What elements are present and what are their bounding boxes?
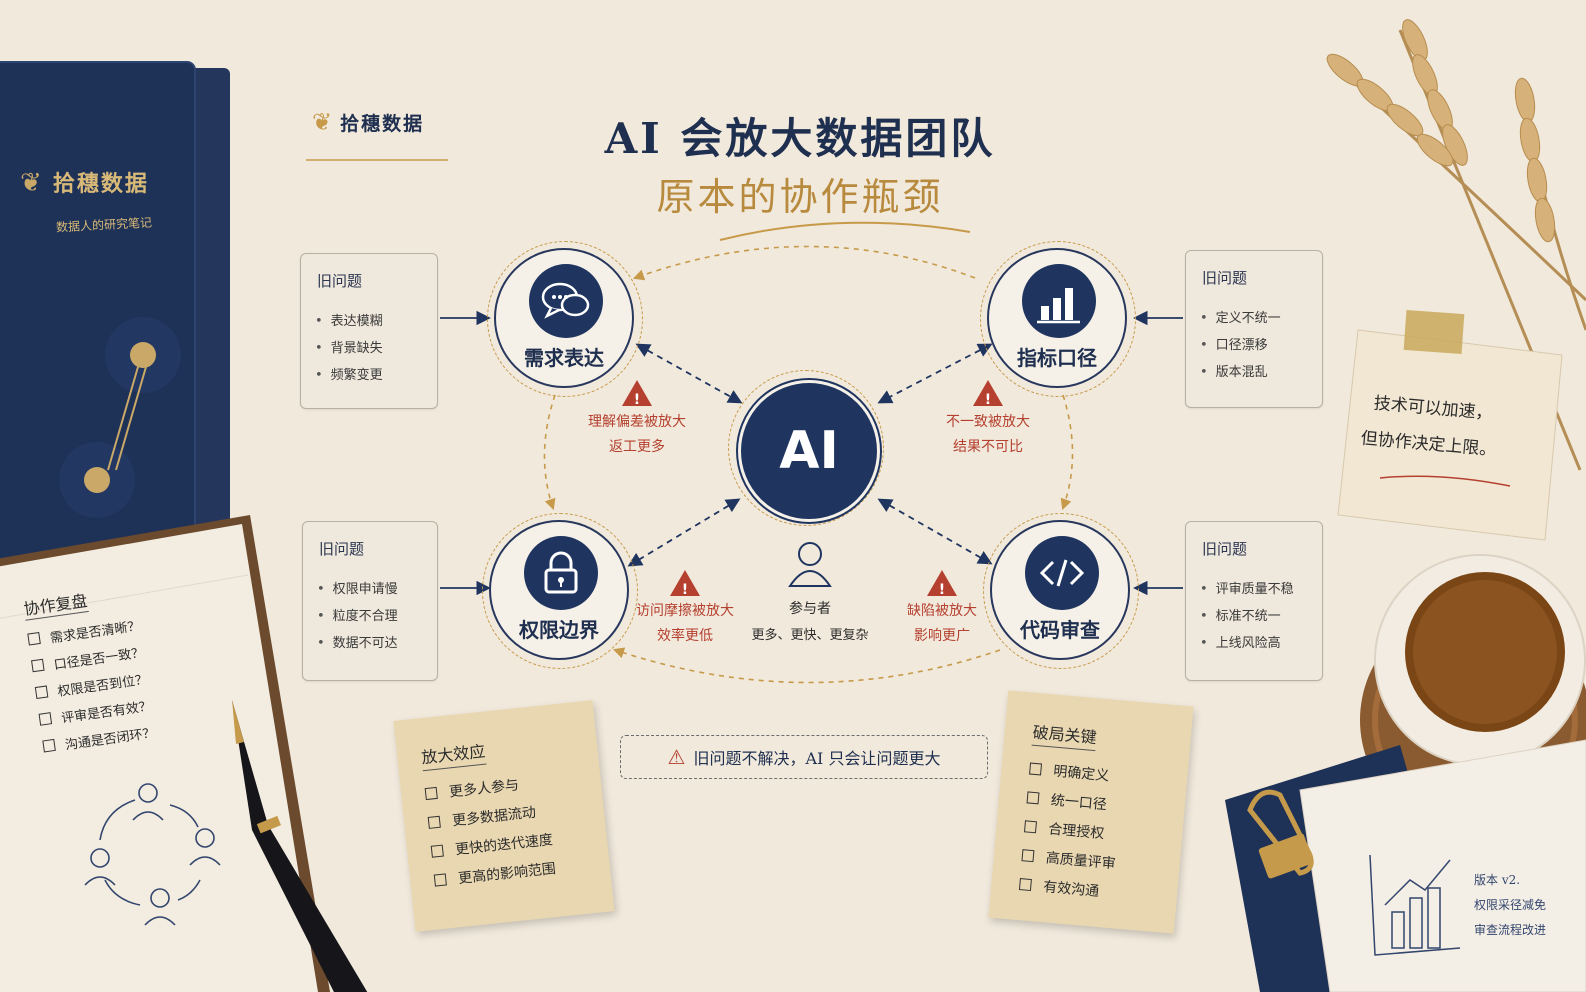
svg-text:!: ! [985,392,991,408]
warning-icons [622,380,1003,596]
warning-requirements: 理解偏差被放大返工更多 [588,414,686,455]
page-title: AI 会放大数据团队 [604,114,996,163]
issue-box-requirements: 旧问题 表达模糊 背景缺失 频繁变更 [300,253,438,409]
issue-item: 口径漂移 [1200,332,1281,359]
note-title: 破局关键 [1031,718,1098,752]
page-subtitle: 原本的协作瓶颈 [656,175,944,219]
checkbox-icon [42,738,56,753]
svg-text:!: ! [634,392,640,408]
issue-item: 定义不统一 [1200,305,1281,332]
gold-cycle-arrows [543,245,1074,684]
banner-text: 旧问题不解决，AI 只会让问题更大 [693,749,941,768]
lock-icon [544,551,578,594]
person-icon [788,542,832,587]
banner-warning-icon: ⚠ [667,745,686,769]
paper-notes: 版本 v2. 权限采径减免 审查流程改进 [1474,868,1546,943]
issue-box-title: 旧问题 [1202,269,1248,287]
warning-permissions: 访问摩擦被放大效率更低 [636,603,734,644]
participant-text: 更多、更快、更复杂 [751,628,869,643]
folder-brand: ❦ 拾穗数据 [20,166,149,198]
checkbox-icon [34,685,49,699]
issue-item: 频繁变更 [315,362,383,389]
brand-name: 拾穗数据 [340,112,425,135]
title-underline [719,221,971,241]
issue-item: 评审质量不稳 [1200,576,1294,603]
issue-box-title: 旧问题 [319,540,365,558]
issue-item: 粒度不合理 [317,603,398,630]
paper-note-line: 审查流程改进 [1474,923,1547,937]
note-breakthrough: 破局关键 明确定义 统一口径 合理授权 高质量评审 有效沟通 [988,690,1194,934]
participant-title: 参与者 [789,601,831,617]
issue-item: 数据不可达 [317,630,398,657]
brand-logo: ❦ 拾穗数据 [312,108,424,136]
note-amplify-effect: 放大效应 更多人参与 更多数据流动 更快的迭代速度 更高的影响范围 [393,700,615,932]
quote-paper [1337,310,1563,541]
wheat-icon: ❦ [312,108,333,136]
node-permissions: 权限边界 [482,513,638,669]
node-label: 代码审查 [1020,618,1100,642]
svg-text:!: ! [939,582,945,598]
bottom-banner: ⚠ 旧问题不解决，AI 只会让问题更大 [620,735,988,779]
ai-core-disc: AI [738,380,880,522]
node-metrics: 指标口径 [980,241,1136,397]
issue-item: 上线风险高 [1200,630,1294,657]
issue-box-permissions: 旧问题 权限申请慢 粒度不合理 数据不可达 [302,521,438,681]
ai-core: AI [728,370,884,526]
issue-box-metrics: 旧问题 定义不统一 口径漂移 版本混乱 [1185,250,1323,408]
svg-text:!: ! [682,582,688,598]
folder-brand-name: 拾穗数据 [52,171,149,197]
folder-wheat-icon: ❦ [20,168,42,198]
node-label: 需求表达 [524,346,604,370]
ai-link-arrows [627,343,993,567]
note-title: 放大效应 [420,737,487,772]
paper-note-line: 权限采径减免 [1474,898,1547,912]
node-label: 指标口径 [1017,346,1097,370]
node-code-review: 代码审查 [983,513,1139,669]
desk-papers [1225,739,1586,992]
team-cycle-doodle [84,783,221,926]
issue-item: 权限申请慢 [317,576,398,603]
issue-box-title: 旧问题 [1202,540,1248,558]
fountain-pen [232,700,368,992]
node-label: 权限边界 [519,618,599,642]
ai-label: AI [779,421,839,481]
warning-code-review: 缺陷被放大影响更广 [907,603,977,644]
checkbox-icon [38,712,53,726]
node-requirements: 需求表达 [487,241,643,397]
checkbox-icon [31,658,45,673]
navy-folder [0,61,230,563]
chat-bubbles-icon [541,282,590,319]
issue-arrows [440,310,1183,596]
issue-item: 标准不统一 [1200,603,1294,630]
warning-metrics: 不一致被放大结果不可比 [946,414,1030,455]
paper-note-line: 版本 v2. [1474,873,1521,887]
quote-note: 技术可以加速， 但协作决定上限。 [1359,385,1535,472]
code-brackets-icon [1039,559,1085,587]
bar-chart-icon [1037,288,1080,324]
issue-box-code-review: 旧问题 评审质量不稳 标准不统一 上线风险高 [1185,521,1323,681]
issue-box-title: 旧问题 [317,272,363,290]
wheat-stalks [1326,19,1586,471]
issue-item: 版本混乱 [1200,359,1281,386]
issue-item: 表达模糊 [315,308,383,335]
checkbox-icon [27,631,41,646]
notebook-checklist: 协作复盘 需求是否清晰？ 口径是否一致？ 权限是否到位？ 评审是否有效？ 沟通是… [22,580,157,762]
open-notebook [0,515,330,992]
issue-item: 背景缺失 [315,335,383,362]
